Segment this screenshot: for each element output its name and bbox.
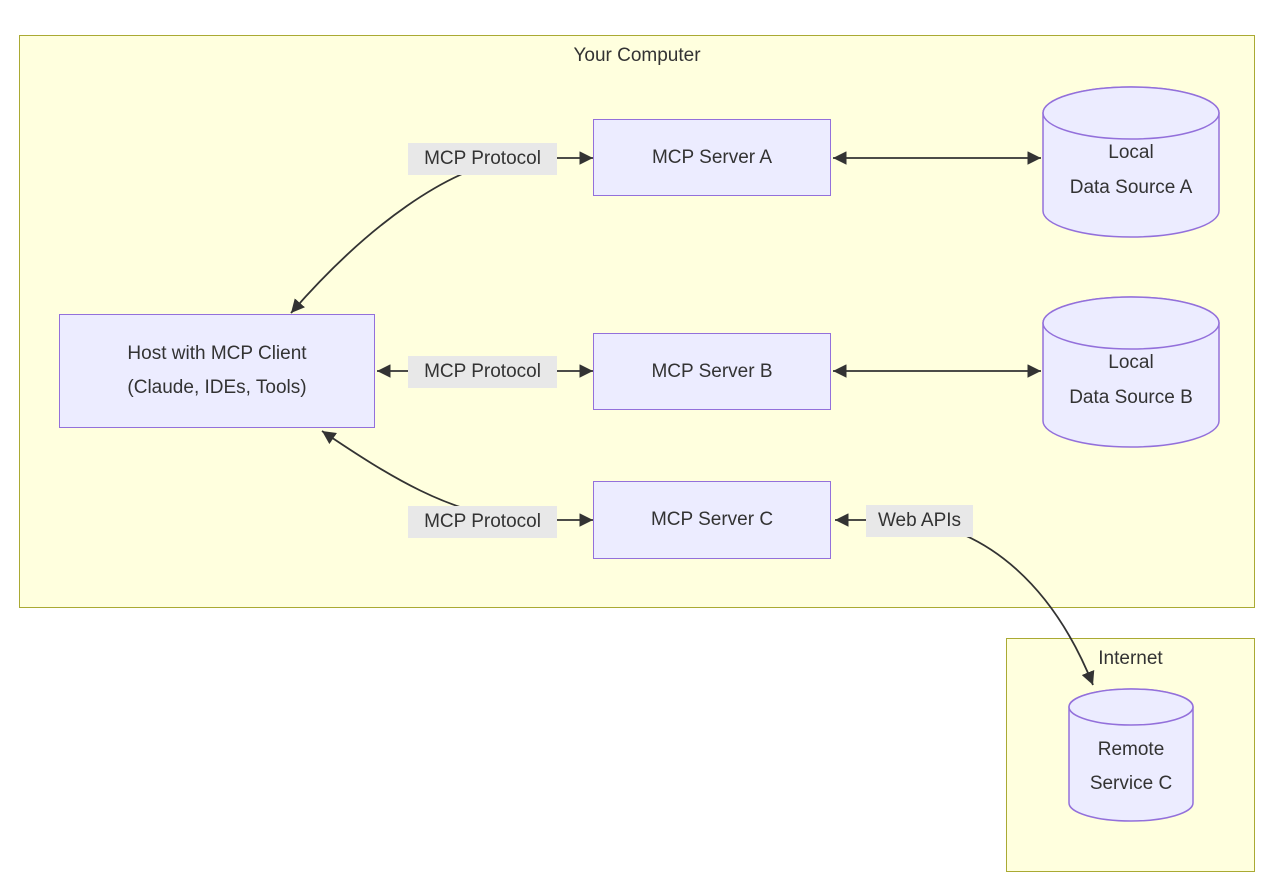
mcp-server-c-label: MCP Server C — [650, 509, 774, 530]
group-internet-label: Internet — [1098, 648, 1163, 669]
node-host-with-mcp-client: Host with MCP Client (Claude, IDEs, Tool… — [59, 314, 375, 428]
edge-label-mcp-protocol-c: MCP Protocol — [408, 506, 557, 538]
edge-server-c-remote-c — [835, 513, 1095, 686]
edge-host-server-a — [290, 151, 593, 314]
host-label-line2: (Claude, IDEs, Tools) — [127, 377, 307, 398]
remote-service-c-label-line1: Remote — [1097, 739, 1165, 760]
node-mcp-server-b: MCP Server B — [593, 333, 831, 410]
remote-service-c-label-line2: Service C — [1089, 773, 1173, 794]
node-mcp-server-a: MCP Server A — [593, 119, 831, 196]
database-cylinder-icon — [1042, 86, 1220, 238]
host-label-line1: Host with MCP Client — [127, 343, 307, 364]
node-mcp-server-c: MCP Server C — [593, 481, 831, 559]
mcp-server-b-label: MCP Server B — [651, 360, 773, 382]
edge-label-mcp-protocol-a: MCP Protocol — [408, 143, 557, 175]
data-source-a-label-line2: Data Source A — [1069, 177, 1193, 198]
node-local-data-source-b: Local Data Source B — [1042, 296, 1220, 448]
edge-label-mcp-protocol-b: MCP Protocol — [408, 356, 557, 388]
node-local-data-source-a: Local Data Source A — [1042, 86, 1220, 238]
data-source-b-label-line2: Data Source B — [1069, 387, 1193, 408]
edge-label-web-apis: Web APIs — [866, 505, 973, 537]
group-your-computer-label: Your Computer — [573, 45, 701, 66]
node-remote-service-c: Remote Service C — [1068, 688, 1194, 822]
data-source-b-label-line1: Local — [1108, 352, 1154, 373]
database-cylinder-icon — [1068, 688, 1194, 822]
mcp-server-a-label: MCP Server A — [651, 146, 773, 168]
database-cylinder-icon — [1042, 296, 1220, 448]
data-source-a-label-line1: Local — [1108, 142, 1154, 163]
